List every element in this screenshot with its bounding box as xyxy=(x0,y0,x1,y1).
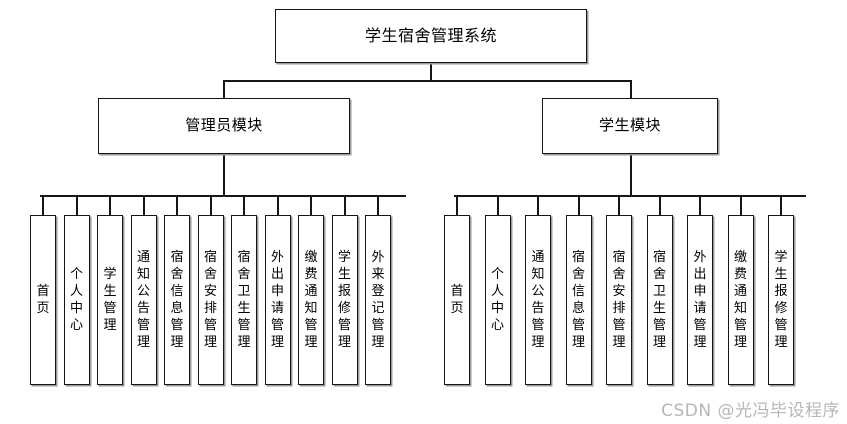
student-leaves-connector-0 xyxy=(456,195,458,215)
student-leaves-leaf-label-5: 宿舍卫生管理 xyxy=(652,249,666,351)
admin-leaves-leaf-1[interactable]: 个人中心 xyxy=(63,215,90,385)
admin-leaves-leaf-8[interactable]: 缴费通知管理 xyxy=(298,215,324,385)
connector-admin-leaf-bus xyxy=(40,195,406,197)
admin-leaves-connector-5 xyxy=(209,195,212,215)
admin-leaves-connector-0 xyxy=(42,195,44,215)
csdn-watermark: CSDN @光冯毕设程序 xyxy=(661,401,840,421)
student-leaves-leaf-label-0: 首页 xyxy=(450,283,464,316)
admin-leaves-connector-6 xyxy=(243,195,245,215)
admin-leaves-leaf-label-0: 首页 xyxy=(36,283,50,316)
admin-leaves-connector-7 xyxy=(276,195,279,215)
connector-student-down xyxy=(630,80,632,99)
node-student-module-label: 学生模块 xyxy=(598,116,661,135)
student-leaves-leaf-0[interactable]: 首页 xyxy=(444,215,470,385)
student-leaves-leaf-label-6: 外出申请管理 xyxy=(693,249,707,351)
admin-leaves-leaf-label-4: 宿舍信息管理 xyxy=(170,249,184,351)
student-leaves-connector-8 xyxy=(780,195,782,215)
student-leaves-leaf-label-3: 宿舍信息管理 xyxy=(571,249,585,351)
connector-admin-stem xyxy=(223,154,225,195)
student-leaves-leaf-6[interactable]: 外出申请管理 xyxy=(687,215,713,385)
admin-leaves-connector-1 xyxy=(75,195,78,215)
student-leaves-leaf-4[interactable]: 宿舍安排管理 xyxy=(606,215,632,385)
admin-leaves-leaf-4[interactable]: 宿舍信息管理 xyxy=(164,215,190,385)
admin-leaves-leaf-7[interactable]: 外出申请管理 xyxy=(264,215,291,385)
admin-leaves-connector-9 xyxy=(343,195,346,215)
admin-leaves-connector-8 xyxy=(310,195,312,215)
admin-leaves-leaf-label-5: 宿舍安排管理 xyxy=(203,249,217,351)
student-leaves-leaf-label-4: 宿舍安排管理 xyxy=(612,249,626,351)
student-leaves-leaf-label-8: 学生报修管理 xyxy=(774,249,788,351)
student-leaves-leaf-2[interactable]: 通知公告管理 xyxy=(525,215,551,385)
admin-leaves-connector-10 xyxy=(377,195,379,215)
student-leaves-leaf-label-7: 缴费通知管理 xyxy=(733,249,747,351)
connector-admin-down xyxy=(223,80,225,99)
connector-module-bus xyxy=(223,80,632,82)
student-leaves-leaf-1[interactable]: 个人中心 xyxy=(484,215,511,385)
admin-leaves-leaf-2[interactable]: 学生管理 xyxy=(97,215,123,385)
admin-leaves-leaf-0[interactable]: 首页 xyxy=(30,215,56,385)
admin-leaves-leaf-label-9: 学生报修管理 xyxy=(337,249,351,351)
student-leaves-leaf-label-1: 个人中心 xyxy=(490,266,504,334)
admin-leaves-leaf-label-2: 学生管理 xyxy=(103,266,117,334)
admin-leaves-leaf-9[interactable]: 学生报修管理 xyxy=(331,215,358,385)
node-root-label: 学生宿舍管理系统 xyxy=(364,25,497,45)
admin-leaves-leaf-label-3: 通知公告管理 xyxy=(136,249,150,351)
connector-root-down xyxy=(430,62,432,81)
student-leaves-connector-7 xyxy=(739,195,742,215)
student-leaves-connector-4 xyxy=(618,195,620,215)
student-leaves-connector-2 xyxy=(537,195,539,215)
student-leaves-connector-6 xyxy=(699,195,701,215)
admin-leaves-connector-4 xyxy=(176,195,178,215)
node-student-module[interactable]: 学生模块 xyxy=(542,98,718,154)
admin-leaves-leaf-10[interactable]: 外来登记管理 xyxy=(365,215,391,385)
student-leaves-connector-1 xyxy=(496,195,499,215)
student-leaves-leaf-3[interactable]: 宿舍信息管理 xyxy=(565,215,592,385)
connector-student-stem xyxy=(630,154,632,195)
node-admin-module-label: 管理员模块 xyxy=(185,116,263,135)
admin-leaves-leaf-5[interactable]: 宿舍安排管理 xyxy=(197,215,224,385)
student-leaves-leaf-label-2: 通知公告管理 xyxy=(531,249,545,351)
node-admin-module[interactable]: 管理员模块 xyxy=(98,98,350,154)
node-root-system[interactable]: 学生宿舍管理系统 xyxy=(275,9,587,63)
admin-leaves-leaf-label-6: 宿舍卫生管理 xyxy=(237,249,251,351)
admin-leaves-connector-2 xyxy=(109,195,111,215)
admin-leaves-leaf-6[interactable]: 宿舍卫生管理 xyxy=(231,215,257,385)
student-leaves-leaf-5[interactable]: 宿舍卫生管理 xyxy=(646,215,673,385)
student-leaves-leaf-7[interactable]: 缴费通知管理 xyxy=(727,215,754,385)
admin-leaves-leaf-label-1: 个人中心 xyxy=(69,266,83,334)
admin-leaves-leaf-3[interactable]: 通知公告管理 xyxy=(130,215,157,385)
admin-leaves-leaf-label-7: 外出申请管理 xyxy=(270,249,284,351)
admin-leaves-leaf-label-10: 外来登记管理 xyxy=(371,249,385,351)
admin-leaves-connector-3 xyxy=(142,195,145,215)
admin-leaves-leaf-label-8: 缴费通知管理 xyxy=(304,249,318,351)
student-leaves-connector-5 xyxy=(658,195,661,215)
student-leaves-connector-3 xyxy=(577,195,580,215)
connector-student-leaf-bus xyxy=(454,195,806,197)
student-leaves-leaf-8[interactable]: 学生报修管理 xyxy=(768,215,794,385)
